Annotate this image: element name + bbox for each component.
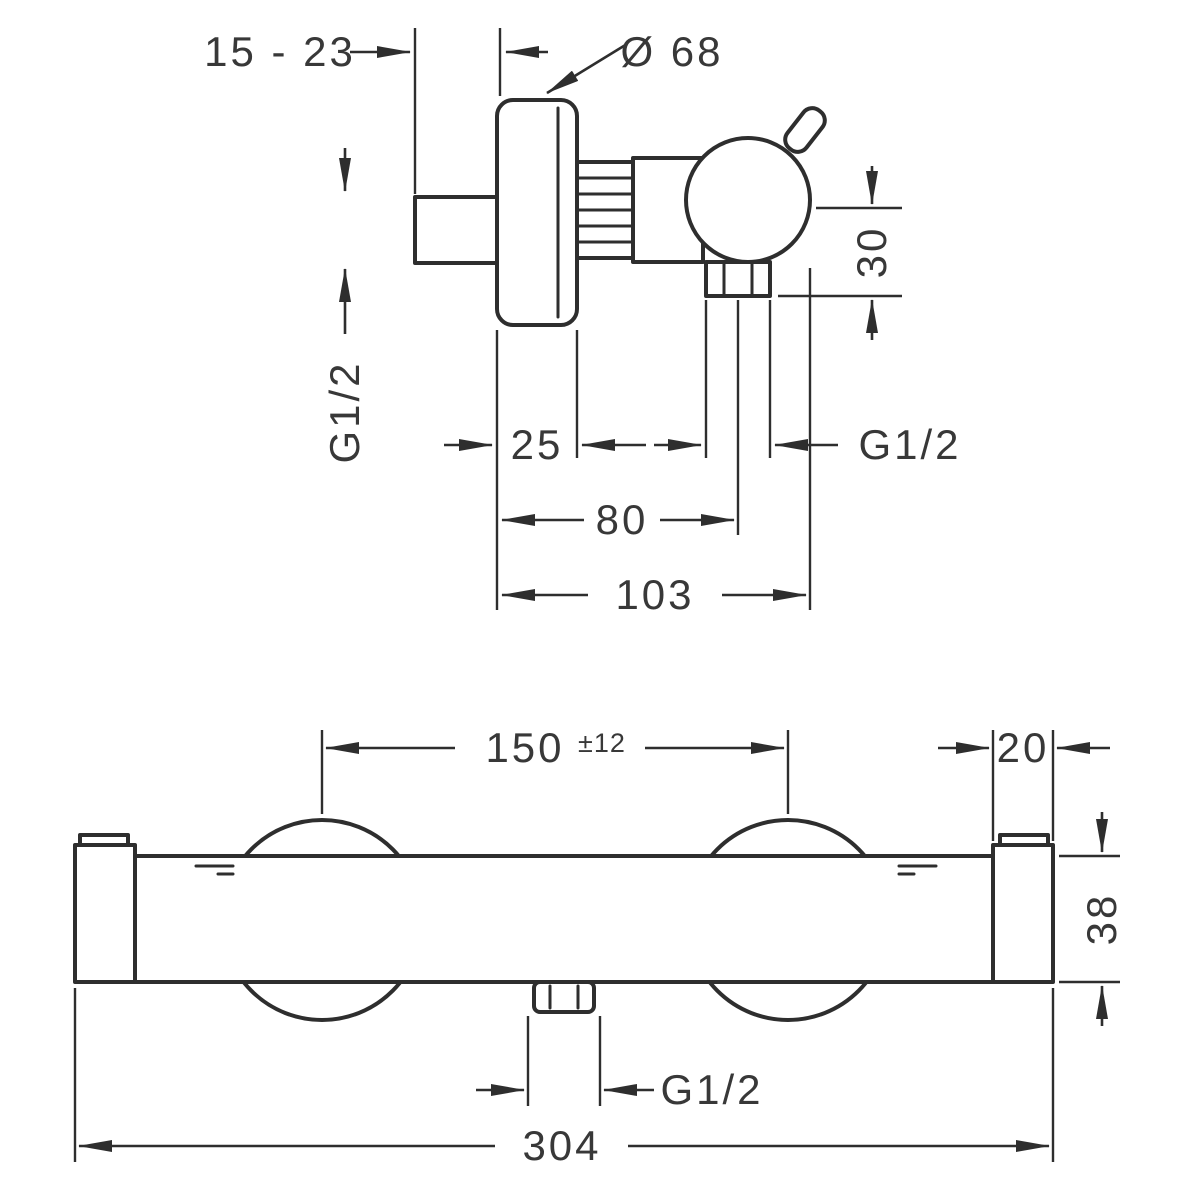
left-end-cap (73, 843, 137, 984)
dim-escutcheon-diameter: Ø 68 (546, 28, 723, 95)
dim-wall-range-label: 15 - 23 (204, 28, 356, 75)
dim-body-height: 38 (1059, 812, 1125, 1026)
dim-outlet-projection-label: 80 (596, 496, 649, 543)
outlet-thread-front-label: G1/2 (660, 1066, 763, 1113)
side-view: 15 - 23 Ø 68 G1/2 30 25 (204, 28, 961, 618)
wall-connector (413, 195, 502, 265)
dim-center-tolerance-label: ±12 (578, 728, 626, 758)
dim-center-distance: 150 ±12 (320, 724, 790, 814)
temperature-handle (684, 136, 812, 264)
shower-outlet (704, 260, 772, 298)
right-end-cap (991, 843, 1055, 984)
leader-line (546, 42, 628, 95)
dim-outlet-drop: 30 (778, 166, 902, 340)
label-outlet-thread-front: G1/2 (476, 1016, 763, 1113)
dim-outlet-drop-label: 30 (848, 226, 895, 279)
dim-center-distance-label: 150 (485, 724, 564, 771)
dim-wall-range: 15 - 23 (204, 28, 548, 194)
dim-body-height-label: 38 (1078, 893, 1125, 946)
dim-escutcheon-diameter-label: Ø 68 (620, 28, 723, 75)
bottom-outlet (532, 980, 596, 1014)
outlet-thread-side-label: G1/2 (858, 421, 961, 468)
dim-escutcheon-depth-label: 25 (511, 421, 564, 468)
escutcheon (495, 98, 579, 327)
handle-lever (783, 106, 827, 154)
mixer-bar (131, 854, 997, 984)
dim-overall-width-label: 304 (522, 1122, 601, 1169)
dim-escutcheon-depth: 25 (444, 330, 646, 610)
dim-outlet-projection: 80 (501, 300, 740, 543)
dim-total-projection-label: 103 (615, 571, 694, 618)
label-outlet-thread-side: G1/2 (654, 300, 961, 468)
dim-total-projection: 103 (501, 268, 812, 618)
front-view: 150 ±12 20 38 G1/2 (73, 724, 1125, 1169)
dim-overall-width: 304 (73, 988, 1055, 1169)
inlet-thread-label: G1/2 (321, 360, 368, 463)
dim-end-cap: 20 (938, 724, 1110, 841)
label-inlet-thread: G1/2 (321, 148, 368, 464)
dim-end-cap-label: 20 (997, 724, 1050, 771)
